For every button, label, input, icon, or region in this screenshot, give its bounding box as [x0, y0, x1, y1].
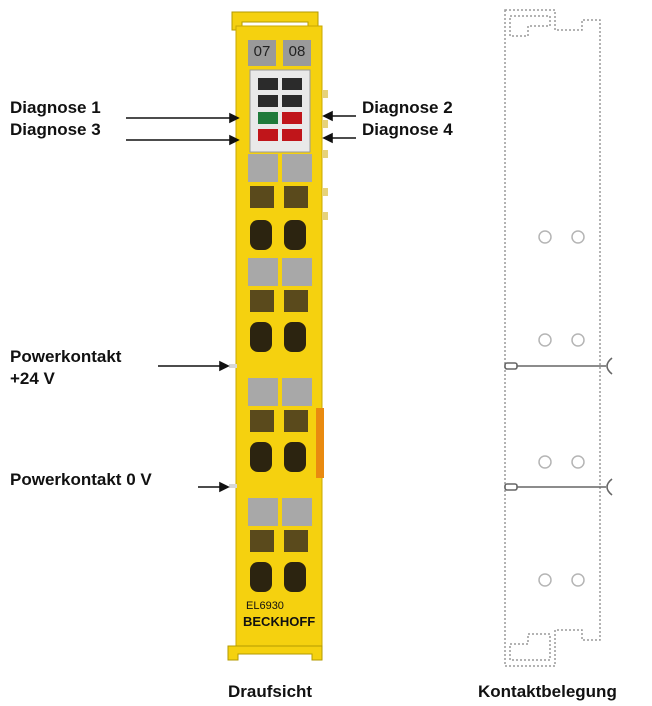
slot-box-left — [248, 40, 276, 66]
contact-group-4 — [248, 498, 312, 592]
contact-group-2 — [248, 258, 312, 352]
leader-arrows — [126, 110, 356, 493]
label-powerkontakt-24v-line2: +24 V — [10, 369, 55, 388]
label-diagnose-3: Diagnose 3 — [10, 120, 101, 139]
brand-label: BECKHOFF — [243, 614, 316, 629]
caption-contact-assignment: Kontaktbelegung — [478, 682, 617, 701]
label-powerkontakt-24v-line1: Powerkontakt — [10, 347, 122, 366]
contact-group-3 — [248, 378, 312, 472]
label-diagnose-2: Diagnose 2 — [362, 98, 453, 117]
power-rails — [504, 357, 613, 496]
label-diagnose-4: Diagnose 4 — [362, 120, 453, 139]
model-label: EL6930 — [246, 600, 284, 612]
label-powerkontakt-0v: Powerkontakt 0 V — [10, 470, 152, 489]
contact-assignment-outline — [504, 9, 601, 667]
led-panel — [249, 69, 311, 153]
contact-circles — [538, 230, 585, 587]
caption-top-view: Draufsicht — [228, 682, 313, 701]
led-diagnose-3 — [258, 129, 278, 141]
slot-number-right: 08 — [288, 43, 306, 60]
led-diagnose-4 — [282, 129, 302, 141]
label-diagnose-1: Diagnose 1 — [10, 98, 101, 117]
led-diagnose-1 — [258, 112, 278, 124]
contact-group-1 — [248, 154, 312, 250]
slot-number-left: 07 — [253, 43, 271, 60]
slot-box-right — [283, 40, 311, 66]
led-diagnose-2 — [282, 112, 302, 124]
